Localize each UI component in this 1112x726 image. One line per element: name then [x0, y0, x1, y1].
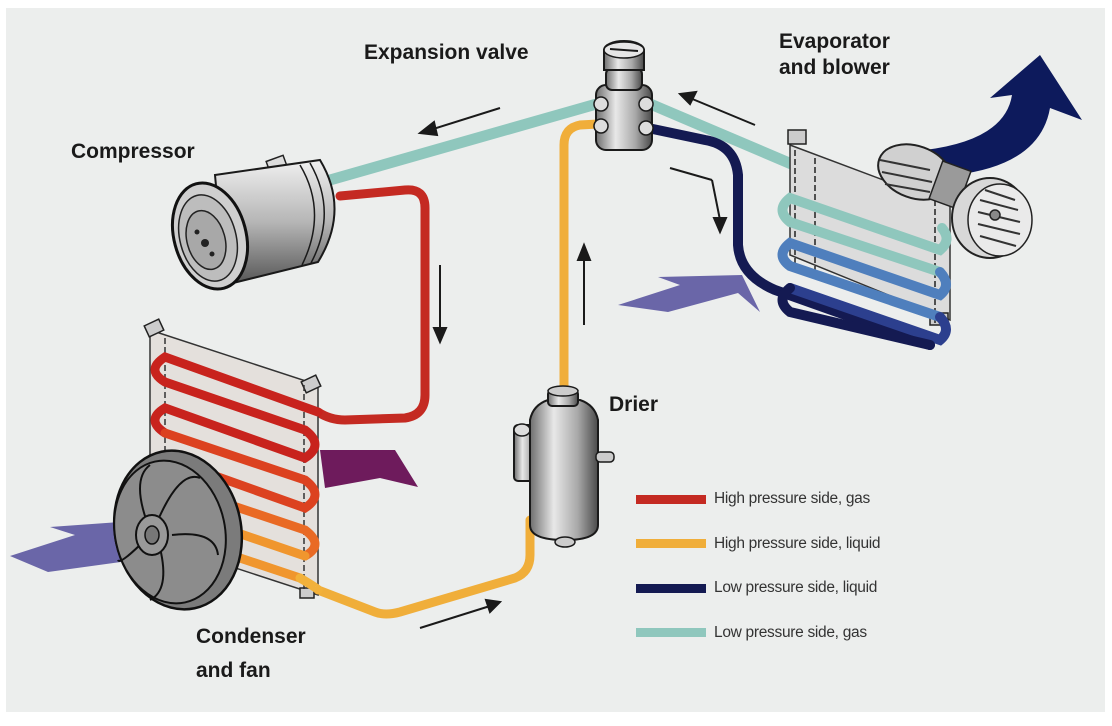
airflow-arrow-icon [320, 450, 418, 488]
legend-item: High pressure side, liquid [636, 522, 881, 567]
airflow-arrow-icon [925, 55, 1082, 175]
low-pressure-gas-pipe [324, 97, 606, 186]
high-pressure-liquid-pipe [313, 515, 535, 619]
label-expansion-valve: Expansion valve [364, 41, 529, 64]
expansion-valve-icon [593, 40, 654, 151]
low-pressure-liquid-pipe [643, 123, 935, 350]
drier-icon [513, 385, 615, 548]
legend-label: Low pressure side, liquid [714, 579, 878, 597]
evaporator-icon [777, 129, 952, 350]
high-pressure-liquid-pipe [559, 119, 603, 400]
label-evaporator-and-blower: Evaporator and blower [779, 29, 890, 81]
legend-label: High pressure side, gas [714, 490, 870, 508]
label-condenser-line1: Condenser [196, 625, 306, 648]
flow-direction-arrow-icon [417, 90, 756, 629]
legend-label: Low pressure side, gas [714, 623, 867, 641]
label-evaporator-line1: Evaporator [779, 30, 890, 53]
legend-item: Low pressure side, liquid [636, 566, 880, 611]
legend-swatch-low-liquid [636, 583, 706, 593]
fan-icon [112, 449, 244, 611]
label-condenser-line2: and fan [196, 659, 271, 682]
legend-item: Low pressure side, gas [636, 611, 880, 656]
compressor-icon [171, 154, 336, 291]
label-evaporator-line2: and blower [779, 56, 890, 79]
legend-swatch-high-liquid [636, 539, 706, 549]
label-drier: Drier [609, 393, 659, 416]
airflow-arrow-icon [10, 522, 145, 572]
high-pressure-gas-pipe [313, 185, 430, 425]
label-compressor: Compressor [71, 140, 195, 163]
blower-icon [877, 143, 1033, 259]
label-condenser-and-fan: Condenser and fan [196, 620, 306, 688]
legend-item: High pressure side, gas [636, 477, 880, 522]
legend-swatch-high-gas [636, 494, 706, 504]
legend-swatch-low-gas [636, 628, 706, 638]
airflow-arrow-icon [618, 275, 760, 312]
legend-label: High pressure side, liquid [714, 534, 881, 552]
legend: High pressure side, gas High pressure si… [636, 477, 881, 656]
